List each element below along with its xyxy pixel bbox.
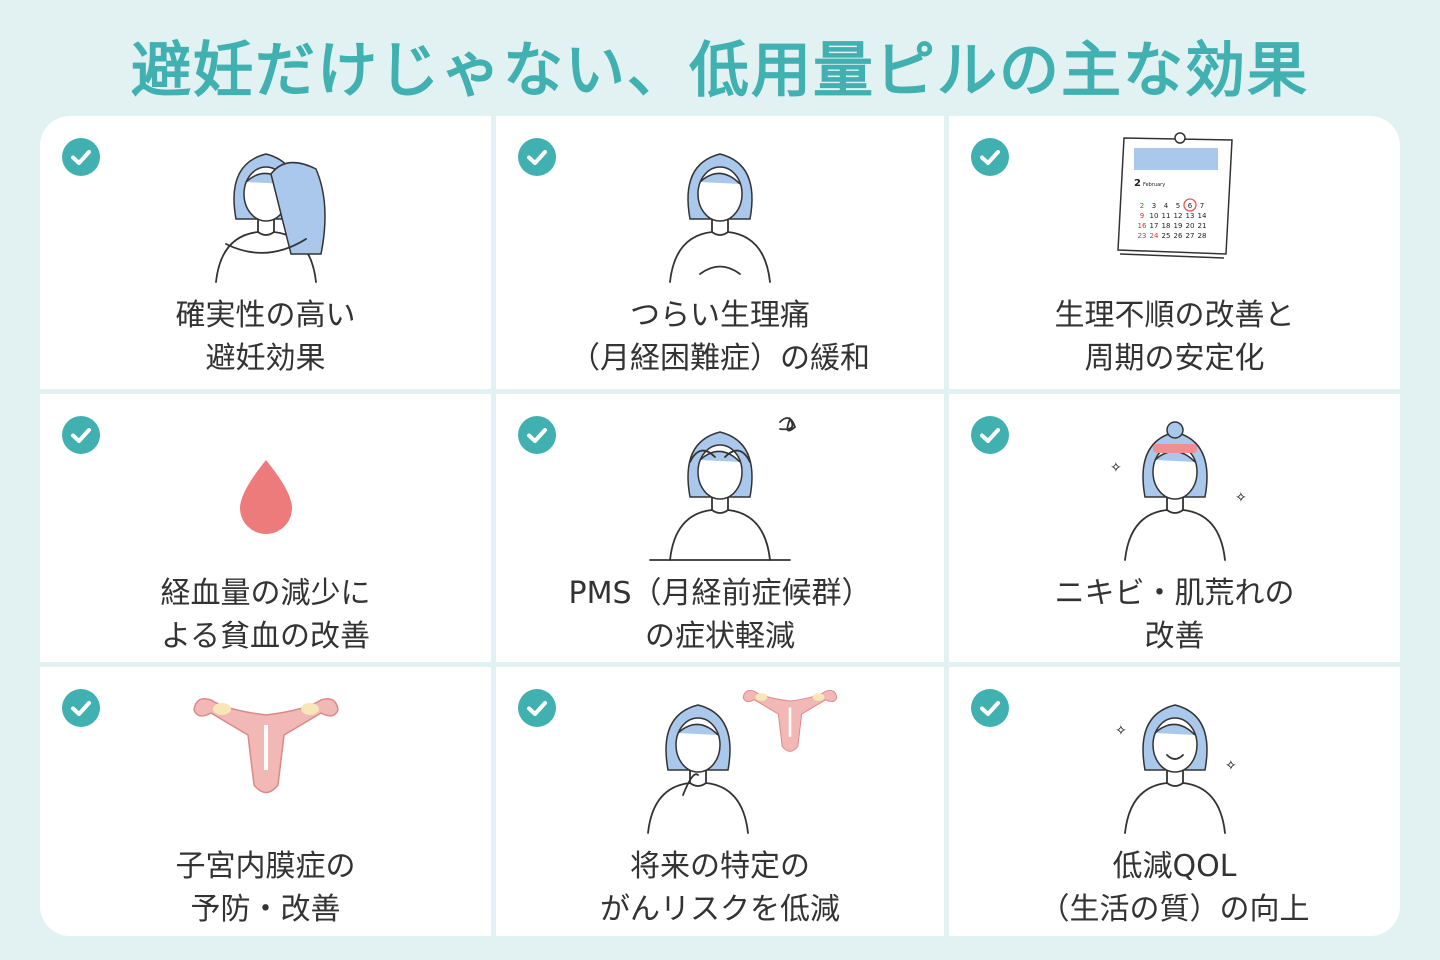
benefit-label-line1: ニキビ・肌荒れの [1054,576,1295,611]
benefit-label-line1: 低減QOL [1112,849,1237,884]
svg-text:25: 25 [1161,232,1170,240]
check-icon [62,689,100,727]
svg-text:3: 3 [1151,202,1155,210]
uterus-icon [40,675,491,835]
svg-text:5: 5 [1175,202,1179,210]
check-icon [518,416,556,454]
svg-text:9: 9 [1139,212,1143,220]
benefit-label-line2: 避妊効果 [205,341,326,376]
benefit-label: 確実性の高い 避妊効果 [40,294,491,380]
benefit-label-line1: 将来の特定の [630,849,810,884]
svg-text:27: 27 [1185,232,1194,240]
calendar-month-name: February [1143,182,1165,188]
benefit-label-line2: （月経困難症）の緩和 [570,341,870,376]
benefit-label-line2: 予防・改善 [190,892,341,927]
svg-text:11: 11 [1161,212,1170,220]
svg-text:✧: ✧ [1115,723,1127,739]
blood-drop-icon [40,402,491,562]
benefit-card-5: PMS（月経前症候群） の症状軽減 [496,394,944,662]
svg-text:7: 7 [1199,202,1203,210]
svg-text:19: 19 [1173,222,1182,230]
benefit-label-line2: よる貧血の改善 [160,619,371,654]
benefit-label-line2: の症状軽減 [645,619,795,654]
svg-text:6: 6 [1187,202,1192,210]
svg-text:24: 24 [1149,232,1158,240]
svg-text:17: 17 [1149,222,1158,230]
check-icon [971,138,1009,176]
svg-text:14: 14 [1197,212,1206,220]
couple-embrace-icon [40,124,491,284]
benefit-label: 生理不順の改善と 周期の安定化 [949,294,1400,380]
check-icon [518,138,556,176]
benefit-label-line2: 改善 [1144,619,1205,654]
woman-smiling-icon: ✧✧ [949,675,1400,835]
svg-text:16: 16 [1137,222,1146,230]
page-title: 避妊だけじゃない、低用量ピルの主な効果 [131,36,1309,106]
svg-text:20: 20 [1185,222,1194,230]
check-icon [518,689,556,727]
check-icon [62,138,100,176]
benefit-label-line2: 周期の安定化 [1084,341,1265,376]
svg-text:26: 26 [1173,232,1182,240]
benefit-card-7: 子宮内膜症の 予防・改善 [40,667,491,936]
benefit-label: つらい生理痛 （月経困難症）の緩和 [496,294,944,380]
benefit-label-line1: つらい生理痛 [630,298,810,333]
woman-stomachache-icon [496,124,944,284]
calendar-month-number: 2 [1134,178,1141,189]
benefit-label: 経血量の減少に よる貧血の改善 [40,572,491,658]
woman-headache-icon [496,402,944,562]
benefit-card-1: 確実性の高い 避妊効果 [40,116,491,389]
benefit-label: 将来の特定の がんリスクを低減 [496,845,944,931]
svg-text:18: 18 [1161,222,1170,230]
benefit-label: 低減QOL （生活の質）の向上 [949,845,1400,931]
svg-text:4: 4 [1163,202,1168,210]
svg-text:21: 21 [1197,222,1206,230]
check-icon [62,416,100,454]
benefit-label-line1: 生理不順の改善と [1054,298,1295,333]
svg-text:✧: ✧ [1225,758,1237,774]
benefit-label: PMS（月経前症候群） の症状軽減 [496,572,944,658]
benefit-label-line1: 経血量の減少に [160,576,371,611]
benefit-label: 子宮内膜症の 予防・改善 [40,845,491,931]
woman-skin-care-icon: ✧✧ [949,402,1400,562]
benefit-label-line1: 子宮内膜症の [175,849,356,884]
check-icon [971,416,1009,454]
benefit-label-line1: 確実性の高い [175,298,356,333]
benefit-label: ニキビ・肌荒れの 改善 [949,572,1400,658]
benefit-label-line2: がんリスクを低減 [600,892,840,927]
benefit-card-6: ✧✧ ニキビ・肌荒れの 改善 [949,394,1400,662]
benefit-card-4: 経血量の減少に よる貧血の改善 [40,394,491,662]
svg-text:12: 12 [1173,212,1182,220]
svg-text:28: 28 [1197,232,1206,240]
benefit-card-2: つらい生理痛 （月経困難症）の緩和 [496,116,944,389]
woman-thinking-uterus-icon [496,675,944,835]
benefits-grid: 確実性の高い 避妊効果 つらい生理痛 （月経困難症）の緩和 2 February… [40,116,1400,936]
svg-text:23: 23 [1137,232,1146,240]
svg-text:13: 13 [1185,212,1194,220]
check-icon [971,689,1009,727]
svg-text:2: 2 [1139,202,1143,210]
svg-text:✧: ✧ [1110,460,1122,476]
benefit-card-9: ✧✧ 低減QOL （生活の質）の向上 [949,667,1400,936]
svg-text:✧: ✧ [1235,490,1247,506]
benefit-label-line2: （生活の質）の向上 [1039,892,1310,927]
benefit-card-8: 将来の特定の がんリスクを低減 [496,667,944,936]
svg-text:10: 10 [1149,212,1158,220]
benefit-label-line1: PMS（月経前症候群） [568,576,872,611]
